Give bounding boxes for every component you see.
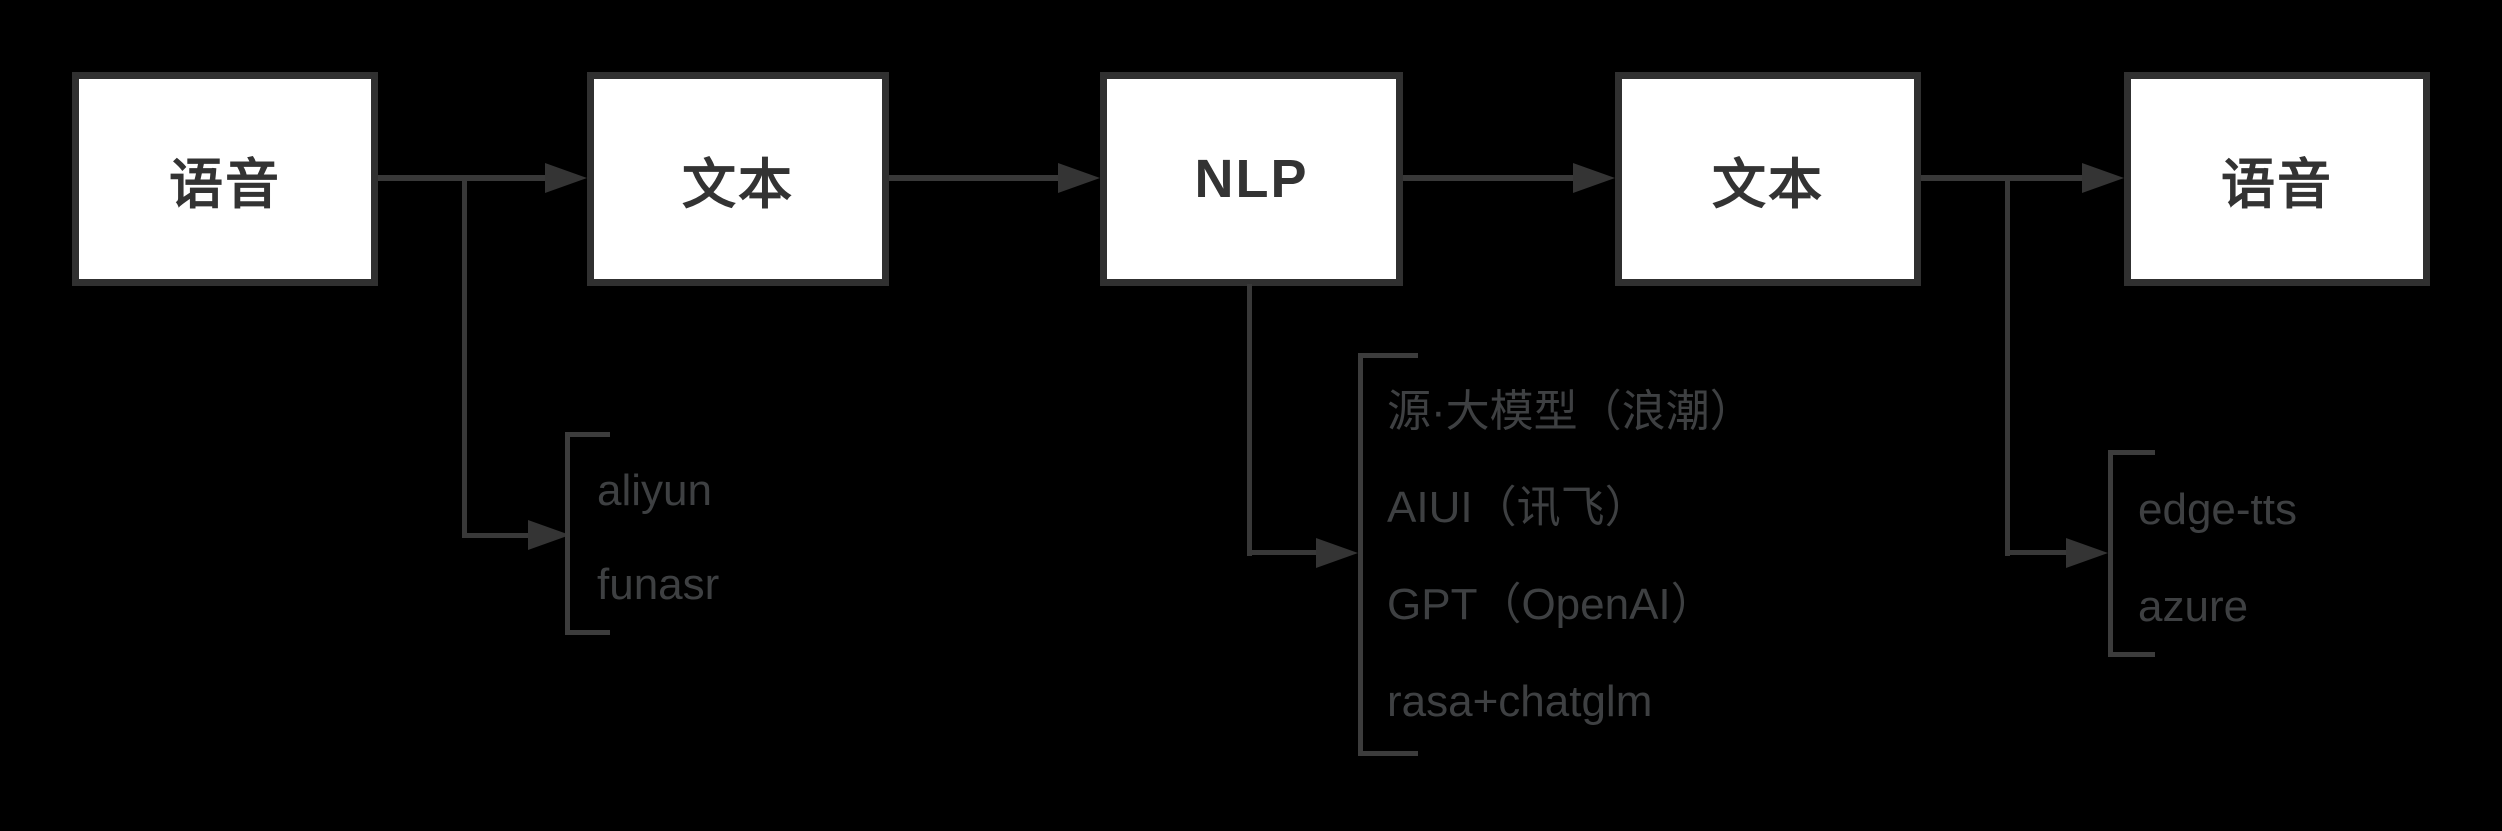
tts-options-bracket [2108,450,2155,657]
node-label: 文本 [1712,154,1824,215]
node-voice-output: 语音 [2124,72,2430,286]
node-label: 语音 [169,154,281,215]
asr-options-bracket [565,432,610,635]
nlp-branch-hline [1247,550,1320,555]
node-label: NLP [1194,149,1309,209]
tts-branch-vline [2005,178,2010,556]
arrow-line [378,175,545,181]
nlp-option-gpt: GPT（OpenAI） [1387,580,1715,629]
arrow-head-icon [1573,163,1615,193]
tts-option-edge-tts: edge-tts [2138,485,2297,534]
asr-option-funasr: funasr [597,560,720,609]
node-text-asr: 文本 [587,72,889,286]
tts-option-azure: azure [2138,582,2249,631]
nlp-option-yuan: 源·大模型（浪潮） [1387,387,1754,436]
node-text-response: 文本 [1615,72,1921,286]
arrow-head-icon [528,520,570,550]
arrow-head-icon [1316,538,1358,568]
node-nlp: NLP [1100,72,1403,286]
asr-branch-hline [462,533,528,538]
arrow-line [1403,175,1573,181]
nlp-option-rasa: rasa+chatglm [1387,677,1653,726]
tts-branch-hline [2005,550,2068,555]
arrow-head-icon [2082,163,2124,193]
nlp-options-bracket [1358,353,1418,756]
arrow-head-icon [1058,163,1100,193]
asr-option-aliyun: aliyun [597,466,712,515]
arrow-line [889,175,1058,181]
nlp-branch-vline [1247,284,1252,556]
arrow-head-icon [545,163,587,193]
node-label: 语音 [2221,154,2333,215]
asr-branch-vline [462,178,467,538]
nlp-option-aiui: AIUI（讯飞） [1387,483,1649,532]
node-label: 文本 [682,154,794,215]
arrow-line [1921,175,2082,181]
node-voice-input: 语音 [72,72,378,286]
arrow-head-icon [2066,538,2108,568]
